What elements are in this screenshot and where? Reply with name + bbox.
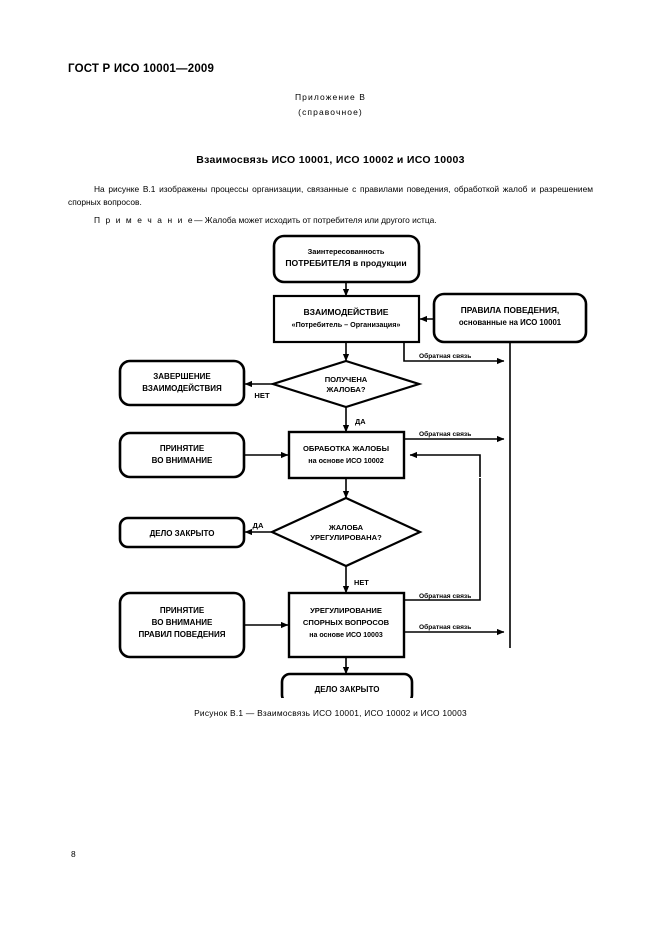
node-interaction-line-2: «Потребитель – Организация» xyxy=(292,320,401,329)
node-end-interaction-line-2: ВЗАИМОДЕЙСТВИЯ xyxy=(142,384,222,393)
edge-label-yes-2: ДА xyxy=(253,521,264,530)
node-complaint-resolved: ЖАЛОБА УРЕГУЛИРОВАНА? xyxy=(269,496,423,568)
node-complaint-handling-line-2: на основе ИСО 10002 xyxy=(308,456,383,465)
annex-title: Приложение В xyxy=(294,92,367,102)
node-dispute-resolution: УРЕГУЛИРОВАНИЕ СПОРНЫХ ВОПРОСОВ на основ… xyxy=(287,591,406,659)
node-consideration: ПРИНЯТИЕ ВО ВНИМАНИЕ xyxy=(118,431,246,479)
node-consideration-code-line-1: ПРИНЯТИЕ xyxy=(160,606,205,615)
node-complaint-received-line-2: ЖАЛОБА? xyxy=(326,385,366,394)
node-interest-line-1: Заинтересованность xyxy=(308,247,385,256)
node-consideration-line-2: ВО ВНИМАНИЕ xyxy=(152,456,213,465)
node-consideration-code-line-3: ПРАВИЛ ПОВЕДЕНИЯ xyxy=(139,630,226,639)
node-case-closed-2: ДЕЛО ЗАКРЫТО xyxy=(280,672,414,698)
section-title: Взаимосвязь ИСО 10001, ИСО 10002 и ИСО 1… xyxy=(196,154,465,166)
node-consideration-code: ПРИНЯТИЕ ВО ВНИМАНИЕ ПРАВИЛ ПОВЕДЕНИЯ xyxy=(118,591,246,659)
edge-label-no-1: НЕТ xyxy=(254,391,270,400)
node-dispute-resolution-line-1: УРЕГУЛИРОВАНИЕ xyxy=(310,606,382,615)
node-complaint-resolved-line-2: УРЕГУЛИРОВАНА? xyxy=(310,533,382,542)
node-end-interaction: ЗАВЕРШЕНИЕ ВЗАИМОДЕЙСТВИЯ xyxy=(118,359,246,407)
node-dispute-resolution-line-3: на основе ИСО 10003 xyxy=(309,632,383,639)
edge-label-no-2: НЕТ xyxy=(354,578,369,587)
node-case-closed-1: ДЕЛО ЗАКРЫТО xyxy=(118,516,246,549)
figure-caption: Рисунок В.1 — Взаимосвязь ИСО 10001, ИСО… xyxy=(194,708,467,718)
paragraph-intro-text: На рисунке В.1 изображены процессы орган… xyxy=(68,184,593,207)
node-code-of-conduct: ПРАВИЛА ПОВЕДЕНИЯ, основанные на ИСО 100… xyxy=(432,292,588,344)
node-case-closed-2-label: ДЕЛО ЗАКРЫТО xyxy=(315,685,380,694)
edge-label-yes-1: ДА xyxy=(355,417,366,426)
annex-heading: Приложение В (справочное) xyxy=(0,92,661,117)
node-case-closed-1-label: ДЕЛО ЗАКРЫТО xyxy=(150,529,215,538)
edge-label-feedback-1: Обратная связь xyxy=(419,352,471,360)
node-code-of-conduct-line-1: ПРАВИЛА ПОВЕДЕНИЯ, xyxy=(461,305,559,315)
node-complaint-handling: ОБРАБОТКА ЖАЛОБЫ на основе ИСО 10002 xyxy=(287,430,406,480)
page-number: 8 xyxy=(71,849,76,859)
paragraph-intro: На рисунке В.1 изображены процессы орган… xyxy=(68,183,593,209)
edge-label-feedback-4: Обратная связь xyxy=(419,623,471,631)
annex-subtitle: (справочное) xyxy=(298,107,363,117)
node-interest-line-2: ПОТРЕБИТЕЛЯ в продукции xyxy=(285,258,406,268)
node-code-of-conduct-line-2: основанные на ИСО 10001 xyxy=(459,318,562,327)
edge-label-feedback-3: Обратная связь xyxy=(419,592,471,600)
standard-header: ГОСТ Р ИСО 10001—2009 xyxy=(68,63,215,75)
node-interaction: ВЗАИМОДЕЙСТВИЕ «Потребитель – Организаци… xyxy=(272,294,421,344)
node-consideration-line-1: ПРИНЯТИЕ xyxy=(160,444,205,453)
node-complaint-handling-line-1: ОБРАБОТКА ЖАЛОБЫ xyxy=(303,444,389,453)
flowchart: Заинтересованность ПОТРЕБИТЕЛЯ в продукц… xyxy=(0,228,661,698)
node-interest: Заинтересованность ПОТРЕБИТЕЛЯ в продукц… xyxy=(272,234,421,284)
node-complaint-received-line-1: ПОЛУЧЕНА xyxy=(325,375,368,384)
note-text: — Жалоба может исходить от потребителя и… xyxy=(194,215,437,225)
node-consideration-code-line-2: ВО ВНИМАНИЕ xyxy=(152,618,213,627)
node-end-interaction-line-1: ЗАВЕРШЕНИЕ xyxy=(153,372,211,381)
node-interaction-line-1: ВЗАИМОДЕЙСТВИЕ xyxy=(304,306,389,317)
note-label: П р и м е ч а н и е xyxy=(94,215,195,225)
node-dispute-resolution-line-2: СПОРНЫХ ВОПРОСОВ xyxy=(303,618,390,627)
node-complaint-received: ПОЛУЧЕНА ЖАЛОБА? xyxy=(269,359,423,409)
paragraph-note: П р и м е ч а н и е— Жалоба может исходи… xyxy=(68,214,593,227)
edge-label-feedback-2: Обратная связь xyxy=(419,430,471,438)
node-complaint-resolved-line-1: ЖАЛОБА xyxy=(328,523,364,532)
